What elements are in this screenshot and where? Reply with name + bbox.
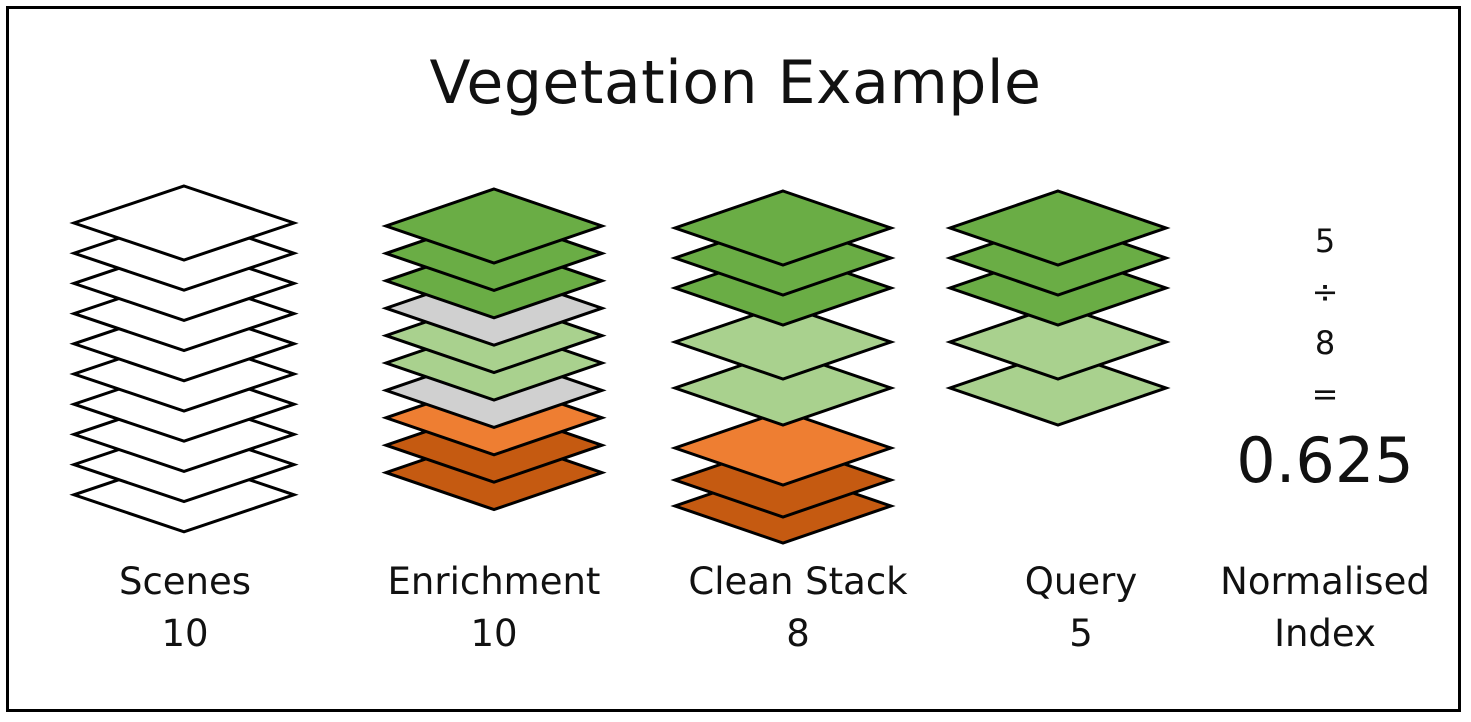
label-scenes-count: 10 (161, 612, 209, 655)
formula-denominator: 8 (1314, 324, 1336, 362)
enrichment-layer-1-vegetation (381, 187, 607, 265)
query-layer-5-sparse-vegetation (945, 349, 1171, 427)
query-layer-1-vegetation (945, 189, 1171, 267)
diagram-title: Vegetation Example (429, 48, 1042, 118)
label-enrichment: Enrichment 10 (344, 556, 644, 660)
label-enrichment-name: Enrichment (387, 560, 601, 603)
scenes-layer-1-blank (69, 184, 299, 262)
label-normalised: Normalised (1220, 560, 1430, 603)
label-query-count: 5 (1069, 612, 1093, 655)
stack-clean-stack (670, 189, 896, 545)
label-query-name: Query (1024, 560, 1138, 603)
label-scenes-name: Scenes (118, 560, 252, 603)
clean-stack-layer-1-vegetation (670, 189, 896, 267)
label-clean-stack-count: 8 (786, 612, 810, 655)
formula: 5 ÷ 8 = 0.625 (1200, 216, 1450, 496)
query-layer-4-sparse-vegetation (945, 303, 1171, 381)
stack-scenes (69, 184, 299, 534)
clean-stack-layer-4-sparse-vegetation (670, 303, 896, 381)
label-enrichment-count: 10 (470, 612, 518, 655)
formula-divide-sign: ÷ (1311, 273, 1339, 311)
label-clean-stack: Clean Stack 8 (648, 556, 948, 660)
formula-equals-sign: = (1311, 375, 1339, 413)
label-query: Query 5 (931, 556, 1231, 660)
label-normalised-index: Normalised Index (1175, 556, 1471, 660)
label-index: Index (1274, 612, 1376, 655)
stack-enrichment (381, 187, 607, 512)
formula-result: 0.625 (1236, 424, 1414, 497)
label-scenes: Scenes 10 (35, 556, 335, 660)
clean-stack-layer-6-bare-light (670, 409, 896, 487)
stack-query (945, 189, 1171, 427)
clean-stack-layer-5-sparse-vegetation (670, 349, 896, 427)
label-clean-stack-name: Clean Stack (688, 560, 908, 603)
formula-numerator: 5 (1314, 222, 1336, 260)
